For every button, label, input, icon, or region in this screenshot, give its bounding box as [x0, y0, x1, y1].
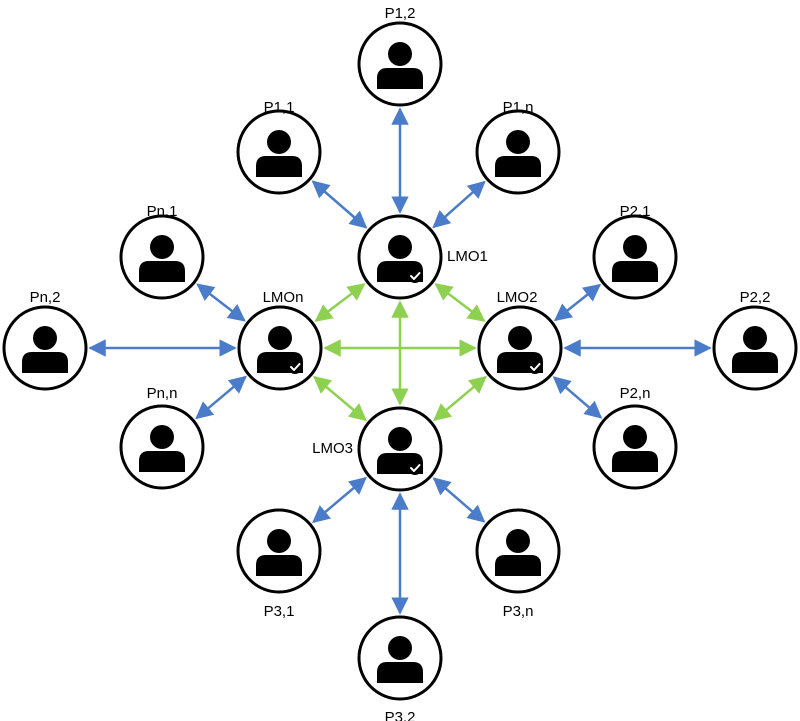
node-p2-n: P2,n: [592, 385, 678, 490]
edge-lmon-pn_n: [195, 375, 247, 420]
person-icon: [256, 130, 302, 177]
person-icon: [612, 425, 658, 472]
edge-lmo2-p2_1: [553, 283, 602, 322]
check-icon: [408, 461, 422, 475]
node-p2-1: P2,1: [592, 203, 678, 300]
person-icon: [495, 529, 541, 576]
node-lmo2: LMO2: [477, 289, 563, 391]
person-icon: [377, 636, 423, 683]
edge-lmo2-lmo3: [433, 375, 487, 422]
person-icon: [256, 529, 302, 576]
node-p1-2: P1,2: [357, 5, 443, 107]
node-label: Pn,2: [30, 289, 61, 306]
node-label: Pn,1: [147, 203, 178, 220]
node-p1-n: P1,n: [475, 99, 561, 195]
node-label: LMO1: [447, 248, 488, 265]
edge-lmo1-p1_n: [432, 180, 486, 229]
node-label: P2,1: [620, 203, 651, 220]
node-label: P3,2: [385, 709, 416, 721]
edge-lmo2-p2_n: [552, 376, 603, 419]
node-label: P2,2: [740, 289, 771, 306]
node-lmo3: LMO3: [312, 406, 443, 492]
edge-lmo3-lmon: [313, 375, 367, 422]
node-p1-1: P1,1: [236, 99, 322, 195]
node-lmo1: LMO1: [357, 214, 488, 300]
node-pn-n: Pn,n: [119, 385, 205, 490]
node-label: P1,1: [264, 99, 295, 116]
node-label: P1,2: [385, 5, 416, 22]
person-icon: [495, 130, 541, 177]
node-label: P3,n: [503, 603, 534, 620]
check-icon: [528, 360, 542, 374]
person-icon: [732, 326, 778, 373]
node-label: LMO3: [312, 440, 353, 457]
node-label: LMOn: [263, 289, 304, 306]
node-p3-2: P3,2: [357, 615, 443, 721]
check-icon: [408, 269, 422, 283]
person-icon: [22, 326, 68, 373]
node-pn-2: Pn,2: [2, 289, 88, 391]
edges-layer: [88, 107, 712, 615]
node-label: P3,1: [264, 603, 295, 620]
node-label: Pn,n: [147, 385, 178, 402]
person-icon: [139, 235, 185, 282]
node-p3-1: P3,1: [236, 508, 322, 620]
person-icon: [377, 42, 423, 89]
node-lmon: LMOn: [237, 289, 323, 391]
node-pn-1: Pn,1: [119, 203, 205, 300]
person-icon: [612, 235, 658, 282]
check-icon: [288, 360, 302, 374]
edge-lmo3-p3_n: [432, 477, 486, 523]
edge-lmo1-lmon: [314, 283, 366, 322]
node-p3-n: P3,n: [475, 508, 561, 620]
node-label: LMO2: [497, 289, 538, 306]
node-label: P1,n: [503, 99, 534, 116]
person-icon: [139, 425, 185, 472]
edge-lmo1-lmo2: [434, 283, 486, 322]
edge-lmon-pn_1: [196, 283, 246, 322]
edge-lmo3-p3_1: [312, 476, 367, 524]
edge-lmo1-p1_1: [311, 180, 368, 229]
node-label: P2,n: [620, 385, 651, 402]
node-p2-2: P2,2: [712, 289, 798, 391]
